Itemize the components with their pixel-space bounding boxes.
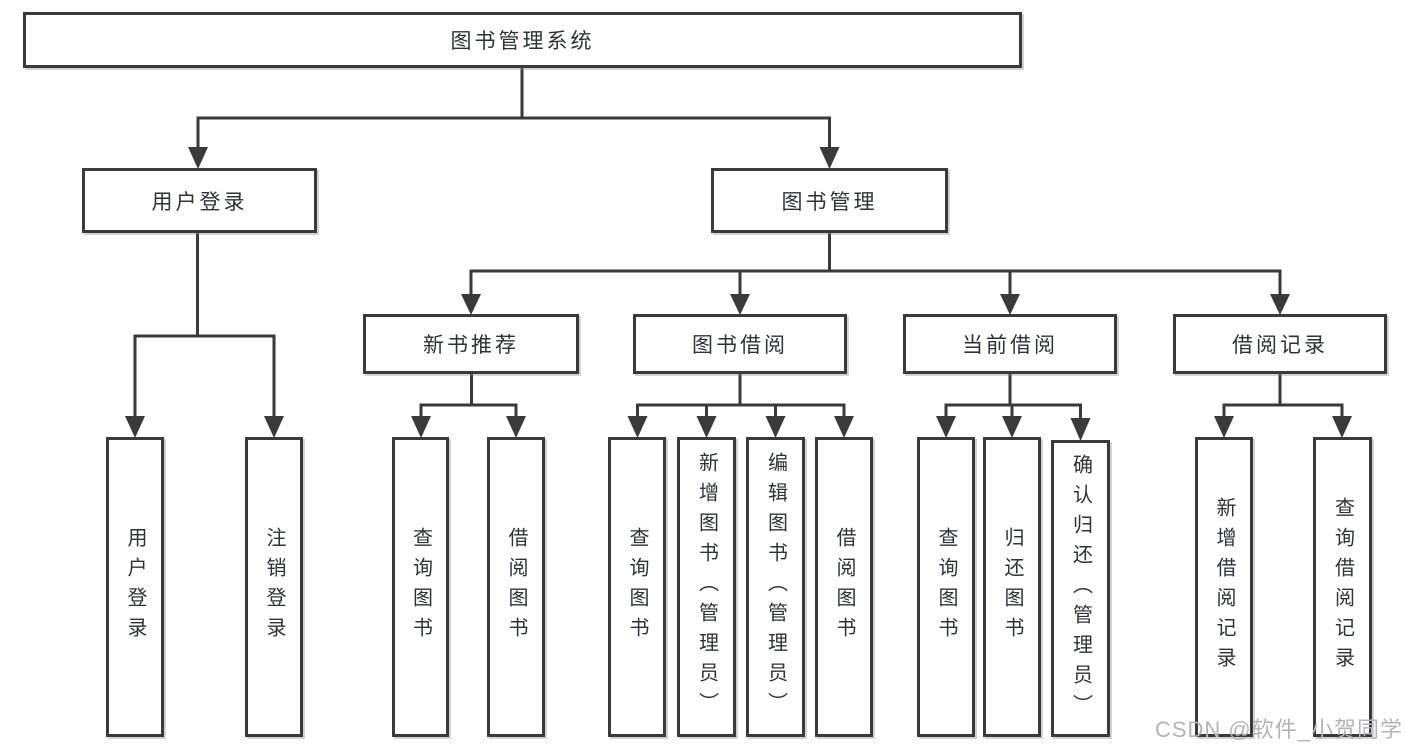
node-new-book-recommend: 新书推荐 [363,314,579,374]
node-library-management-system: 图书管理系统 [23,12,1022,68]
leaf-return-books-label: 归还图书 [1001,527,1023,647]
leaf-logout: 注销登录 [245,437,303,737]
leaf-query-borrow-record: 查询借阅记录 [1313,437,1372,737]
leaf-borrow-books-label: 借阅图书 [833,527,855,647]
leaf-add-borrow-record: 新增借阅记录 [1195,437,1253,737]
leaf-query-books-current: 查询图书 [917,437,975,737]
node-current-borrowing-label: 当前借阅 [962,334,1058,357]
leaf-return-books: 归还图书 [983,437,1041,737]
csdn-watermark: CSDN @软件_小贺同学 [1154,717,1403,742]
leaf-add-book-admin-label: 新增图书（管理员） [695,452,718,722]
node-borrow-records-label: 借阅记录 [1232,334,1328,357]
node-user-login: 用户登录 [82,168,317,233]
leaf-query-borrow-record-label: 查询借阅记录 [1331,497,1354,677]
node-new-book-recommend-label: 新书推荐 [423,334,519,357]
node-library-management-system-label: 图书管理系统 [450,30,595,53]
node-book-management-label: 图书管理 [781,190,878,214]
leaf-edit-book-admin-label: 编辑图书（管理员） [764,452,787,722]
connector-user-login-to-children [125,233,284,438]
leaf-logout-label: 注销登录 [263,527,285,647]
leaf-add-book-admin: 新增图书（管理员） [677,437,736,737]
leaf-user-login-label: 用户登录 [124,527,146,647]
node-borrow-records: 借阅记录 [1173,314,1387,374]
leaf-query-books-current-label: 查询图书 [935,527,957,647]
leaf-confirm-return-admin-label: 确认归还（管理员） [1069,453,1092,724]
connector-current-borrowing-to-children [936,373,1091,441]
connector-book-management-to-level2 [461,233,1290,315]
leaf-query-books-borrowing: 查询图书 [608,437,666,737]
connector-root-to-level1 [188,67,840,169]
leaf-query-books-recommend-label: 查询图书 [409,527,432,647]
leaf-query-books-borrowing-label: 查询图书 [626,527,648,647]
leaf-add-borrow-record-label: 新增借阅记录 [1213,497,1235,677]
leaf-edit-book-admin: 编辑图书（管理员） [746,437,805,737]
node-current-borrowing: 当前借阅 [903,314,1117,374]
leaf-borrow-books: 借阅图书 [815,437,873,737]
connector-book-borrowing-to-children [627,373,854,438]
node-book-borrowing: 图书借阅 [633,314,847,374]
node-book-management: 图书管理 [711,168,948,233]
leaf-user-login: 用户登录 [106,437,164,737]
node-user-login-label: 用户登录 [151,190,248,214]
connector-new-books-to-children [411,373,526,438]
connector-borrow-records-to-children [1214,373,1352,438]
leaf-confirm-return-admin: 确认归还（管理员） [1051,440,1110,737]
leaf-query-books-recommend: 查询图书 [392,437,449,737]
leaf-borrow-books-recommend: 借阅图书 [487,437,545,737]
leaf-borrow-books-recommend-label: 借阅图书 [505,527,527,647]
node-book-borrowing-label: 图书借阅 [692,334,788,357]
